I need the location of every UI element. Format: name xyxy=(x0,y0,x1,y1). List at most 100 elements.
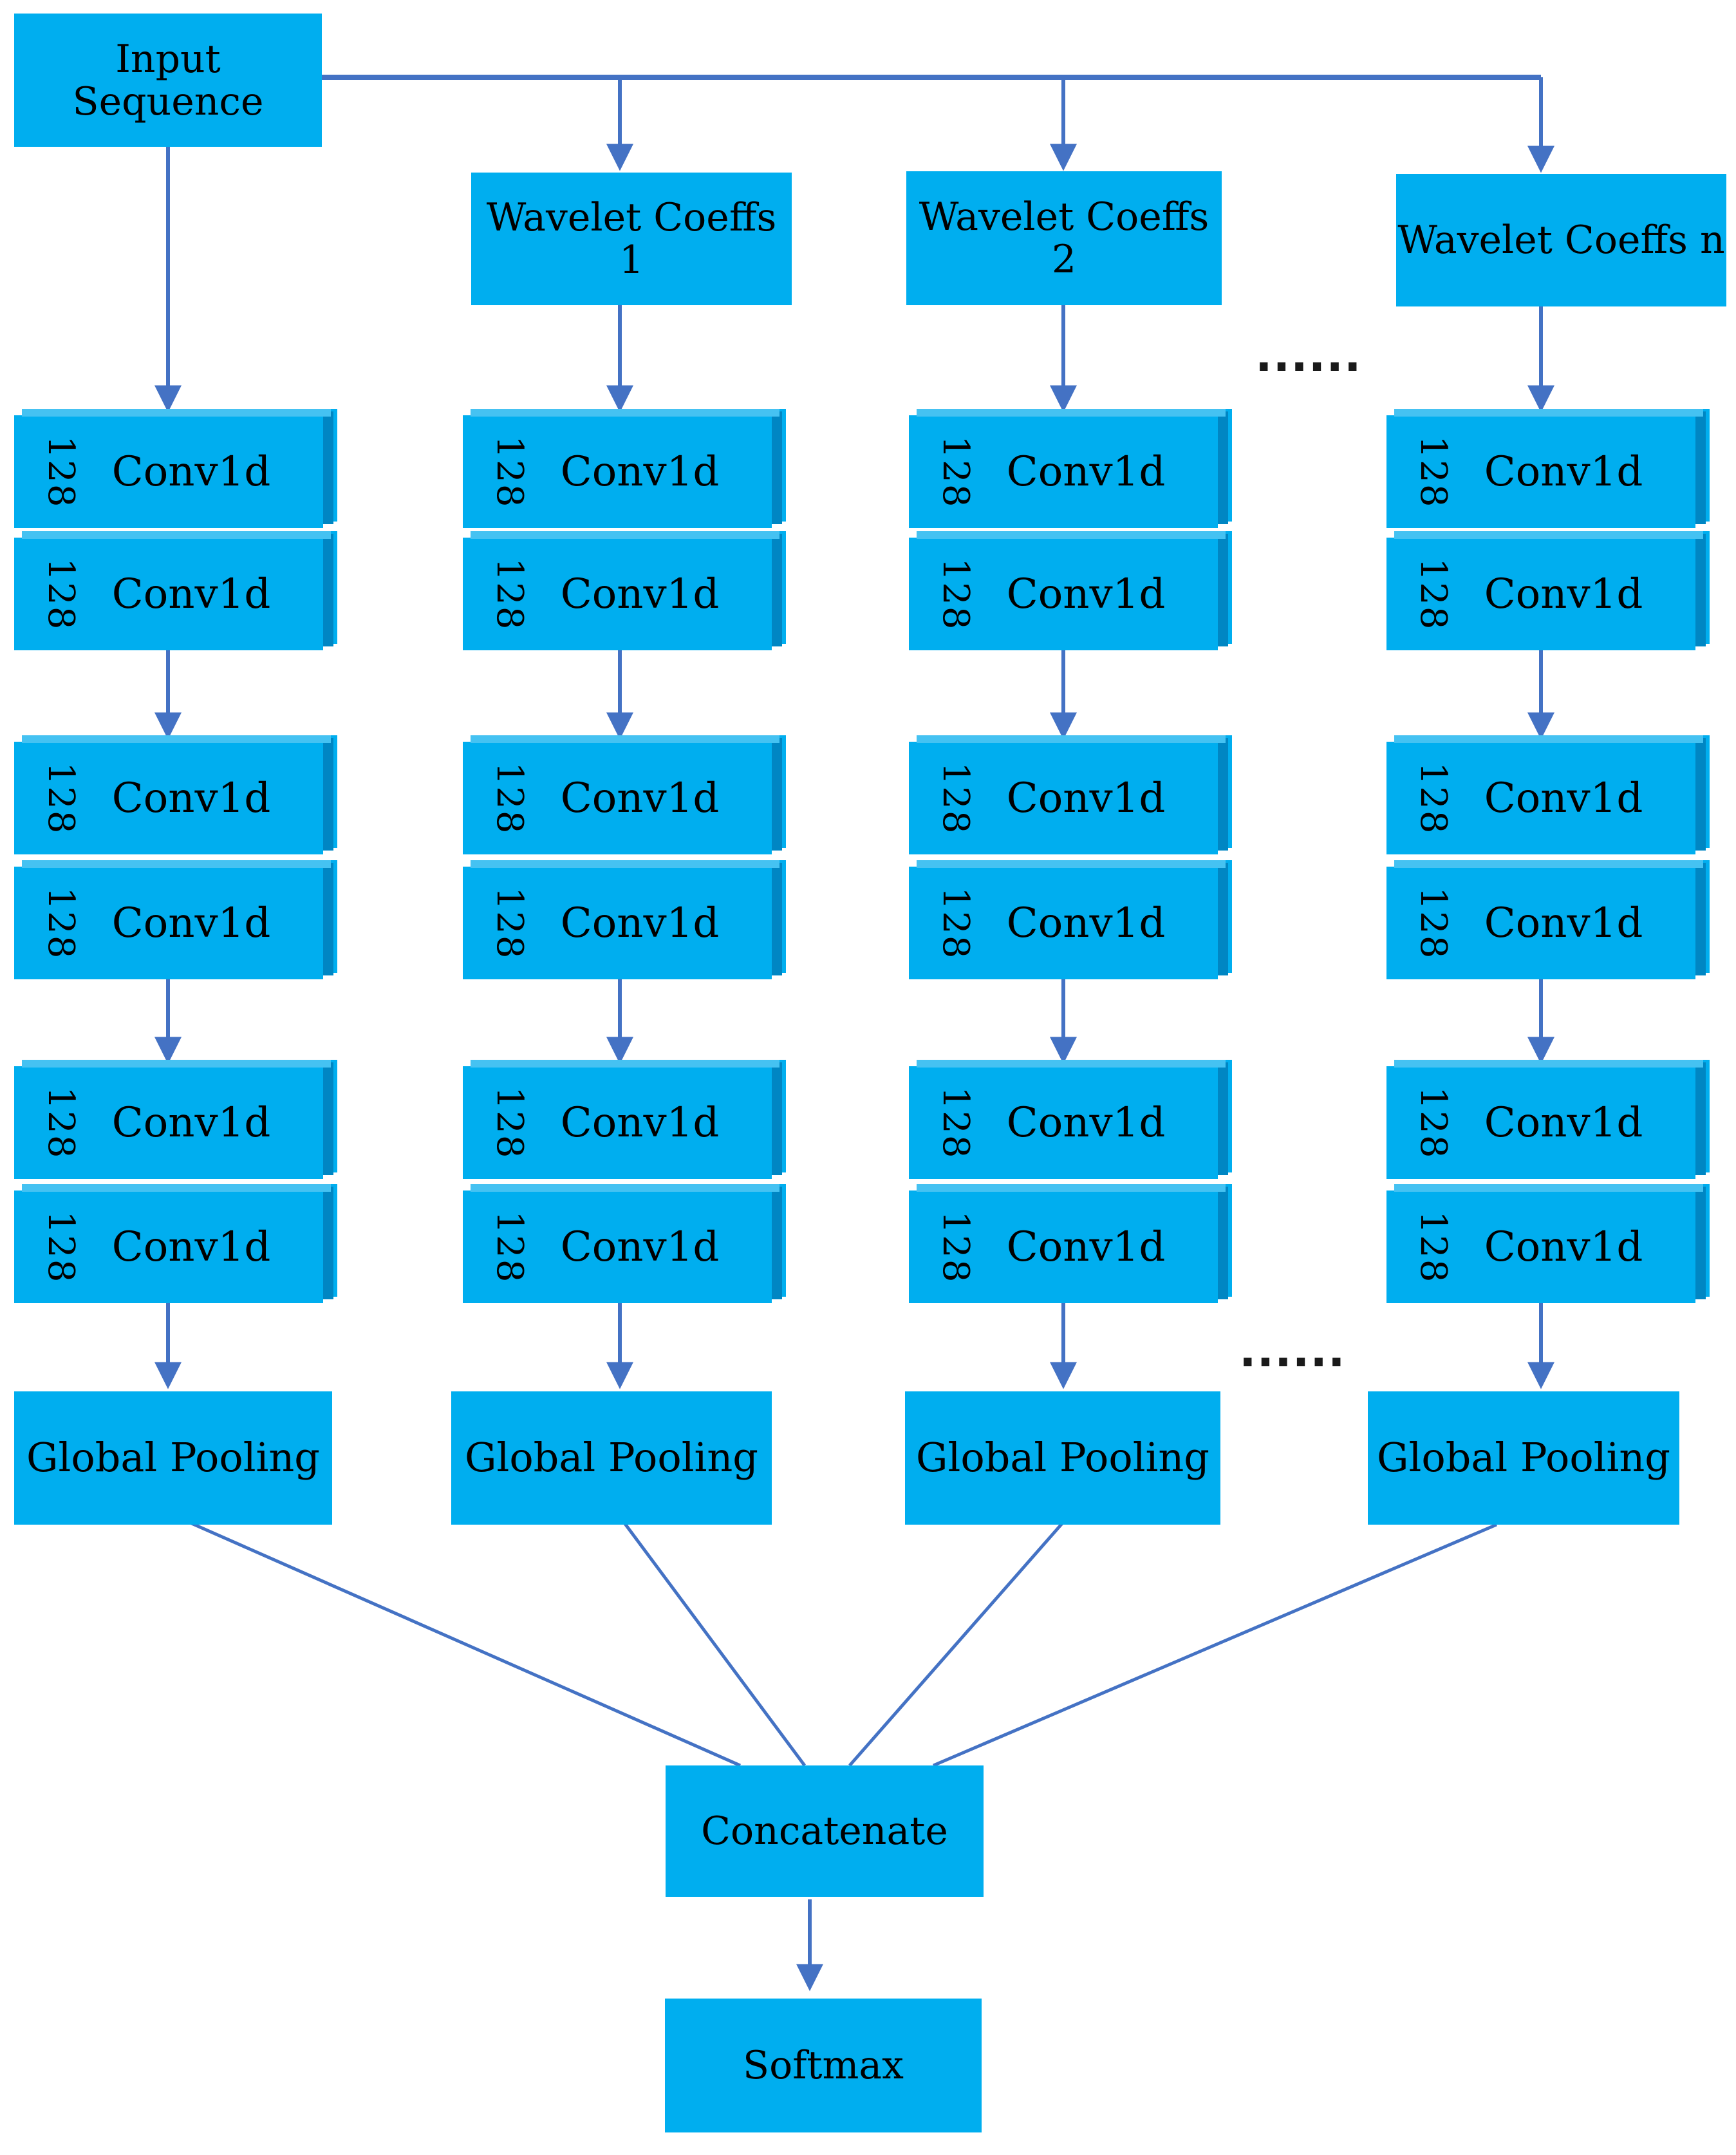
conv1d-block: 128 Conv1d xyxy=(909,860,1232,979)
block-depth-side xyxy=(323,1187,333,1299)
block-depth-top xyxy=(917,409,1226,417)
block-depth-top xyxy=(917,531,1226,539)
block-depth-top xyxy=(471,1184,779,1192)
block-depth-side xyxy=(772,863,782,975)
conv1d-label: Conv1d xyxy=(1484,447,1643,496)
conv1d-block: 128 Conv1d xyxy=(463,1184,786,1303)
block-depth-top xyxy=(1394,1184,1703,1192)
input-sequence-label: Input Sequence xyxy=(72,36,264,124)
softmax-box: Softmax xyxy=(665,1999,982,2132)
block-depth-top xyxy=(471,735,779,743)
conv1d-label: Conv1d xyxy=(560,570,720,618)
concatenate-label: Concatenate xyxy=(701,1809,948,1854)
conv1d-label: Conv1d xyxy=(111,774,271,822)
block-depth-back xyxy=(477,1060,786,1172)
block-depth-side xyxy=(772,411,782,524)
block-depth-back xyxy=(477,409,786,522)
block-depth-top xyxy=(1394,409,1703,417)
block-depth-back xyxy=(1401,531,1710,644)
conv1d-block: 128 Conv1d xyxy=(14,860,337,979)
block-depth-side xyxy=(1218,738,1228,851)
conv1d-block: 128 Conv1d xyxy=(463,1060,786,1179)
conv1d-block: 128 Conv1d xyxy=(909,1184,1232,1303)
conv1d-label: Conv1d xyxy=(1006,1098,1166,1147)
block-depth-top xyxy=(471,860,779,868)
conv1d-label: Conv1d xyxy=(111,1098,271,1147)
ellipsis-dots-top: ...... xyxy=(1255,329,1362,382)
wavelet-coeffs-2-box: Wavelet Coeffs 2 xyxy=(906,171,1222,305)
global-pooling-box: Global Pooling xyxy=(1368,1391,1679,1525)
block-depth-back xyxy=(477,531,786,644)
conv1d-block: 128 Conv1d xyxy=(909,735,1232,854)
global-pooling-label: Global Pooling xyxy=(915,1434,1209,1482)
conv1d-block: 128 Conv1d xyxy=(14,409,337,528)
wavelet-coeffs-1-label: Wavelet Coeffs 1 xyxy=(486,195,777,283)
block-depth-top xyxy=(22,1060,331,1068)
block-depth-side xyxy=(323,411,333,524)
concatenate-box: Concatenate xyxy=(666,1765,984,1897)
conv1d-label: Conv1d xyxy=(1006,447,1166,496)
block-depth-top xyxy=(22,735,331,743)
block-depth-side xyxy=(323,534,333,646)
block-depth-top xyxy=(1394,735,1703,743)
conv1d-block: 128 Conv1d xyxy=(14,531,337,650)
wavelet-coeffs-n-box: Wavelet Coeffs n xyxy=(1396,174,1726,306)
block-depth-top xyxy=(22,409,331,417)
block-depth-top xyxy=(917,860,1226,868)
conv1d-block: 128 Conv1d xyxy=(909,1060,1232,1179)
block-depth-side xyxy=(1218,534,1228,646)
conv1d-block: 128 Conv1d xyxy=(1386,409,1710,528)
block-depth-back xyxy=(28,409,337,522)
conv1d-label: Conv1d xyxy=(1484,1223,1643,1271)
block-depth-side xyxy=(323,1062,333,1175)
block-depth-side xyxy=(772,1187,782,1299)
block-depth-side xyxy=(323,738,333,851)
ellipsis-dots-bottom: ...... xyxy=(1239,1324,1346,1377)
block-depth-top xyxy=(917,1060,1226,1068)
input-sequence-box: Input Sequence xyxy=(14,14,322,147)
block-depth-side xyxy=(772,1062,782,1175)
block-depth-back xyxy=(477,1184,786,1297)
block-depth-back xyxy=(28,735,337,848)
wavelet-coeffs-n-label: Wavelet Coeffs n xyxy=(1397,218,1725,263)
conv1d-label: Conv1d xyxy=(560,774,720,822)
wavelet-coeffs-2-label: Wavelet Coeffs 2 xyxy=(919,194,1209,282)
block-depth-top xyxy=(22,860,331,868)
conv1d-block: 128 Conv1d xyxy=(1386,1060,1710,1179)
block-depth-side xyxy=(1218,1187,1228,1299)
block-depth-top xyxy=(22,531,331,539)
block-depth-back xyxy=(28,860,337,973)
block-depth-back xyxy=(923,409,1232,522)
conv1d-label: Conv1d xyxy=(1006,1223,1166,1271)
conv1d-block: 128 Conv1d xyxy=(463,735,786,854)
block-depth-top xyxy=(471,1060,779,1068)
conv1d-label: Conv1d xyxy=(1484,570,1643,618)
conv1d-block: 128 Conv1d xyxy=(909,531,1232,650)
conv1d-label: Conv1d xyxy=(111,1223,271,1271)
block-depth-back xyxy=(477,735,786,848)
block-depth-back xyxy=(923,1184,1232,1297)
block-depth-back xyxy=(923,860,1232,973)
block-depth-side xyxy=(1218,411,1228,524)
softmax-label: Softmax xyxy=(742,2043,904,2088)
global-pooling-label: Global Pooling xyxy=(464,1434,758,1482)
block-depth-back xyxy=(923,531,1232,644)
global-pooling-box: Global Pooling xyxy=(14,1391,332,1525)
conv1d-label: Conv1d xyxy=(560,1098,720,1147)
block-depth-back xyxy=(923,1060,1232,1172)
wavelet-coeffs-1-box: Wavelet Coeffs 1 xyxy=(471,173,792,305)
conv1d-label: Conv1d xyxy=(1006,570,1166,618)
block-depth-side xyxy=(1695,863,1706,975)
block-depth-side xyxy=(323,863,333,975)
block-depth-back xyxy=(923,735,1232,848)
block-depth-top xyxy=(22,1184,331,1192)
block-depth-back xyxy=(1401,409,1710,522)
block-depth-side xyxy=(1218,863,1228,975)
conv1d-block: 128 Conv1d xyxy=(1386,1184,1710,1303)
conv1d-block: 128 Conv1d xyxy=(14,735,337,854)
block-depth-side xyxy=(1695,534,1706,646)
block-depth-back xyxy=(477,860,786,973)
block-depth-top xyxy=(1394,860,1703,868)
block-depth-top xyxy=(1394,531,1703,539)
